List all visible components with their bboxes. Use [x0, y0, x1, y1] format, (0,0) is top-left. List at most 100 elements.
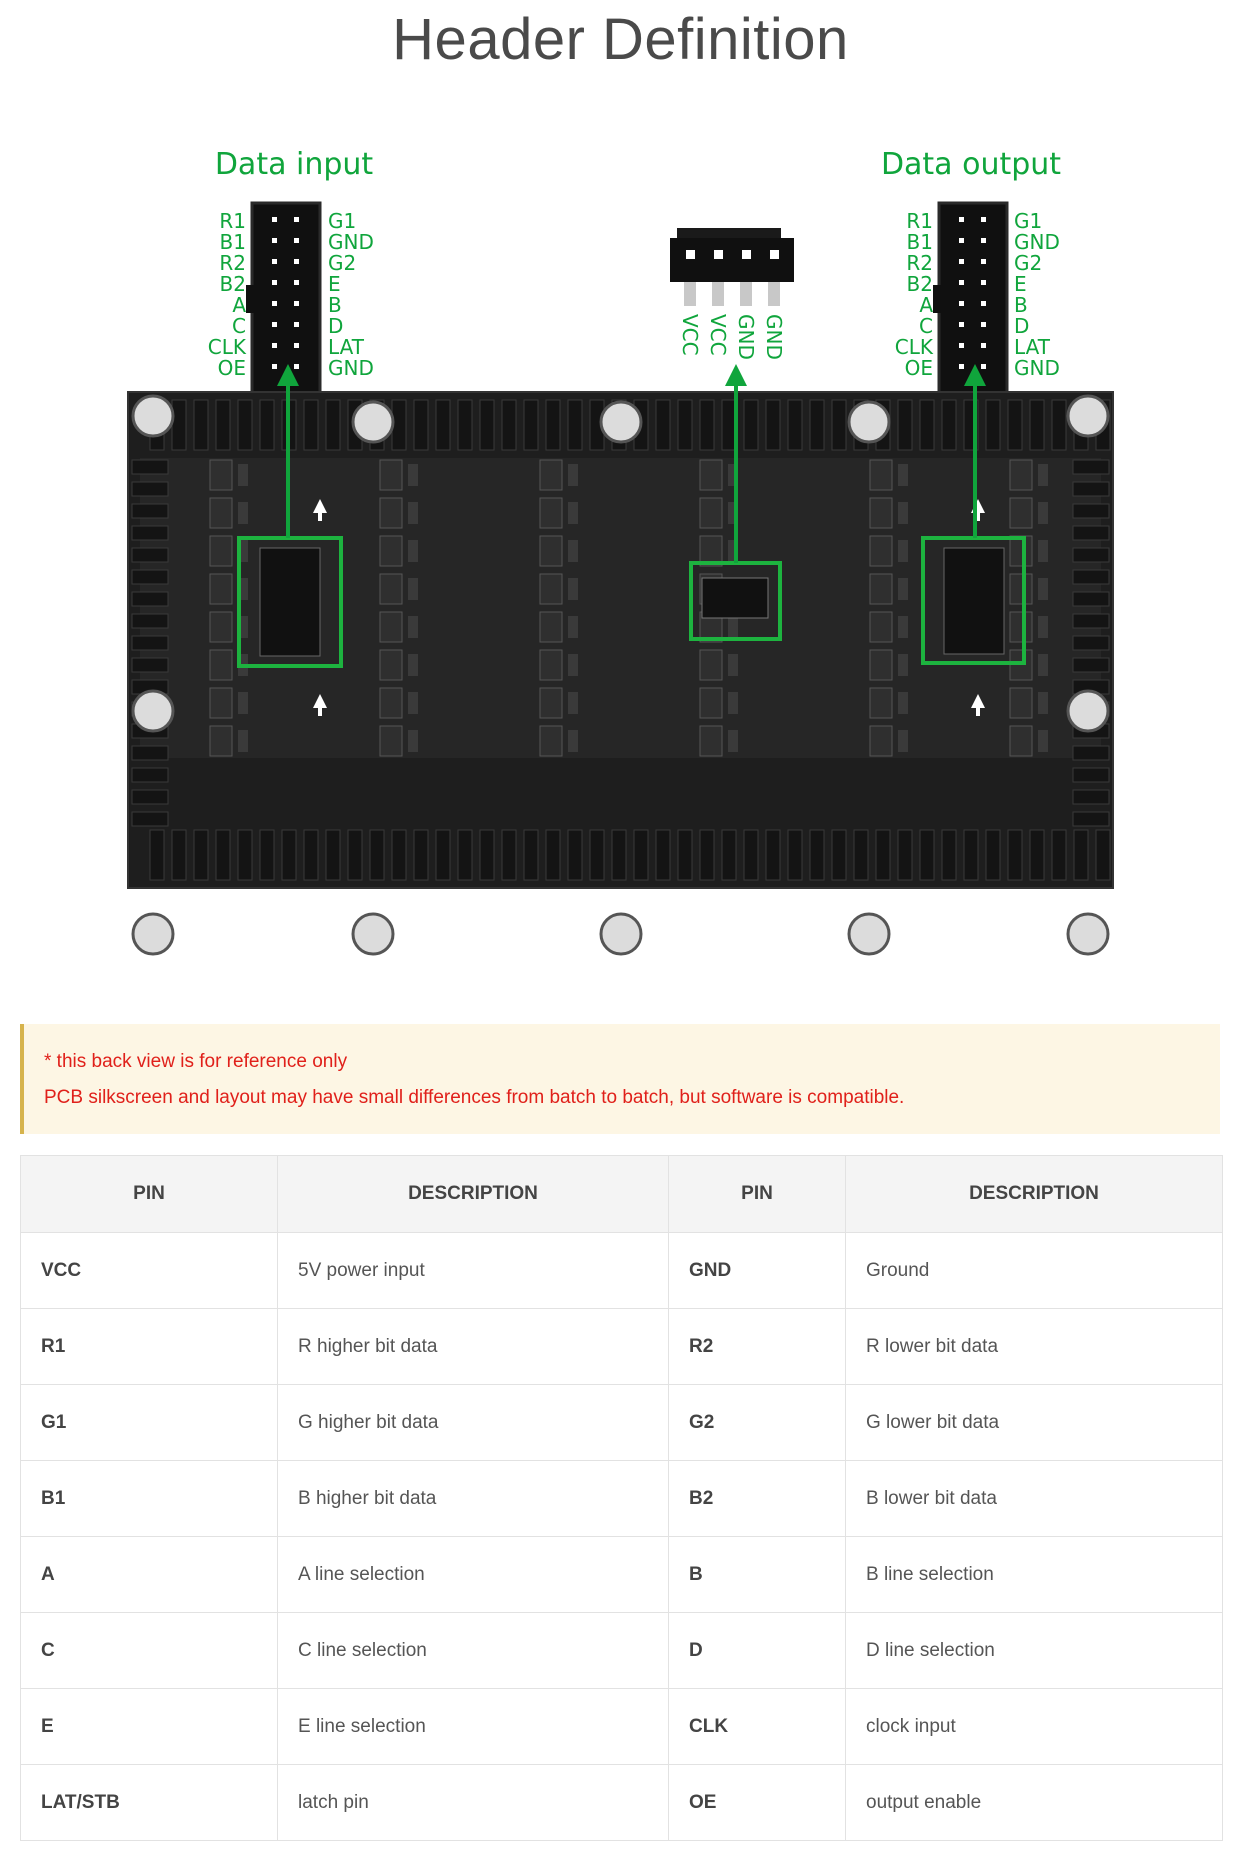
pin-description: D line selection	[845, 1612, 1223, 1689]
pin-name: C	[20, 1612, 278, 1689]
data-output-label: Data output	[881, 147, 1061, 182]
mounting-hole	[351, 400, 395, 444]
mounting-hole	[847, 912, 891, 956]
header-pin	[294, 364, 299, 369]
pin-label: LAT	[328, 335, 365, 359]
pin-label: GND	[1014, 230, 1060, 254]
pin-label: GND	[328, 230, 374, 254]
header-pin	[294, 322, 299, 327]
pin-label: G2	[328, 251, 356, 275]
mounting-hole	[847, 400, 891, 444]
pin-name: CLK	[668, 1688, 846, 1765]
pin-description: C line selection	[277, 1612, 669, 1689]
header-pin	[981, 343, 986, 348]
table-row: A A line selection B B line selection	[20, 1536, 1223, 1613]
mounting-hole	[131, 912, 175, 956]
pin-description: Ground	[845, 1232, 1223, 1309]
mounting-hole	[351, 912, 395, 956]
pin-name: A	[20, 1536, 278, 1613]
header-pin	[272, 259, 277, 264]
header-pin	[959, 217, 964, 222]
pin-description: B line selection	[845, 1536, 1223, 1613]
data-input-label: Data input	[215, 147, 374, 182]
pin-name: OE	[668, 1764, 846, 1841]
header-pin	[272, 217, 277, 222]
header-pin	[272, 280, 277, 285]
pin-label: B	[328, 293, 342, 317]
power-pin-label: VCC	[678, 314, 702, 356]
mounting-hole	[131, 394, 175, 438]
reference-note: * this back view is for reference only P…	[20, 1024, 1220, 1134]
pin-label: C	[232, 314, 246, 338]
pin-label: B2	[907, 272, 933, 296]
header-pin	[959, 280, 964, 285]
mounting-hole	[131, 689, 175, 733]
pin-label: G1	[328, 209, 356, 233]
pin-description: latch pin	[277, 1764, 669, 1841]
header-pin	[272, 238, 277, 243]
table-row: LAT/STB latch pin OE output enable	[20, 1764, 1223, 1841]
header-pin	[272, 301, 277, 306]
pin-description: B lower bit data	[845, 1460, 1223, 1537]
mounting-hole	[599, 912, 643, 956]
note-line-1: * this back view is for reference only	[44, 1051, 348, 1072]
connection-arrows	[277, 364, 986, 563]
pin-name: E	[20, 1688, 278, 1765]
header-pin	[981, 301, 986, 306]
column-header-description: DESCRIPTION	[277, 1155, 669, 1233]
pin-label: B1	[907, 230, 933, 254]
power-pin-label: VCC	[706, 314, 730, 356]
pin-label: A	[919, 293, 933, 317]
pin-label: OE	[218, 356, 246, 380]
table-row: R1 R higher bit data R2 R lower bit data	[20, 1308, 1223, 1385]
header-pin	[981, 238, 986, 243]
pin-label: A	[232, 293, 246, 317]
table-row: B1 B higher bit data B2 B lower bit data	[20, 1460, 1223, 1537]
header-pin	[981, 217, 986, 222]
header-pin	[981, 364, 986, 369]
header-pins	[272, 217, 299, 369]
mounting-hole	[1066, 912, 1110, 956]
table-row: E E line selection CLK clock input	[20, 1688, 1223, 1765]
column-header-pin: PIN	[668, 1155, 846, 1233]
pin-description: R lower bit data	[845, 1308, 1223, 1385]
page-title: Header Definition	[392, 7, 849, 72]
table-row: C C line selection D D line selection	[20, 1612, 1223, 1689]
pin-description: R higher bit data	[277, 1308, 669, 1385]
header-pin	[981, 322, 986, 327]
pin-name: B1	[20, 1460, 278, 1537]
pin-description: E line selection	[277, 1688, 669, 1765]
pin-definition-table: PIN DESCRIPTION PIN DESCRIPTION VCC 5V p…	[20, 1155, 1223, 1841]
pin-label: E	[328, 272, 341, 296]
pin-name: D	[668, 1612, 846, 1689]
power-pin-label: GND	[734, 314, 758, 360]
pin-label: E	[1014, 272, 1027, 296]
header-pin	[272, 322, 277, 327]
header-pin	[959, 322, 964, 327]
header-pin	[959, 238, 964, 243]
pin-description: output enable	[845, 1764, 1223, 1841]
table-header-row: PIN DESCRIPTION PIN DESCRIPTION	[20, 1155, 1223, 1233]
pin-label: R2	[219, 251, 246, 275]
pin-description: B higher bit data	[277, 1460, 669, 1537]
pin-label: GND	[1014, 356, 1060, 380]
pin-name: G2	[668, 1384, 846, 1461]
pin-label: G2	[1014, 251, 1042, 275]
header-pin	[272, 364, 277, 369]
power-pin-label: GND	[762, 314, 786, 360]
pin-name: LAT/STB	[20, 1764, 278, 1841]
header-pin	[294, 301, 299, 306]
pin-label: R2	[906, 251, 933, 275]
header-pin	[981, 259, 986, 264]
pin-label: B1	[220, 230, 246, 254]
pin-label: G1	[1014, 209, 1042, 233]
header-pins	[959, 217, 986, 369]
pin-name: R1	[20, 1308, 278, 1385]
header-pin	[294, 343, 299, 348]
pin-label: R1	[906, 209, 933, 233]
